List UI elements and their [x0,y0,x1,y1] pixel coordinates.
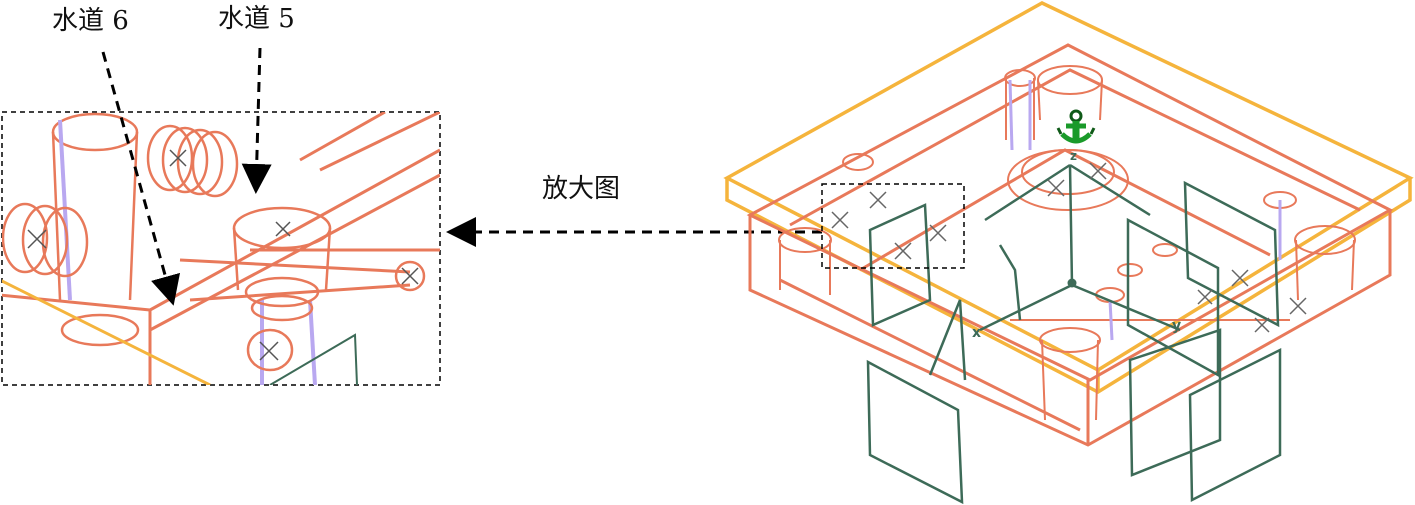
inner-components [778,65,1356,421]
zoom-cylinder [51,112,140,347]
channel-6-label: 水道 6 [52,6,129,36]
cooling-lines [1008,79,1282,341]
channel-6-arrow [101,51,181,306]
selection-box [821,183,965,269]
mold-base [746,43,1394,447]
zoom-detail-view [1,111,441,386]
mold-cross-markers [831,162,1307,333]
origin-point [1067,278,1077,288]
zoom-cross-markers [27,149,419,361]
channel-5-label: 水道 5 [218,4,295,34]
zoom-view-label: 放大图 [542,174,621,204]
zoom-fitting [232,206,426,372]
zoom-frame [1,111,441,386]
callout-arrows [101,47,822,306]
axis-y-label: y [1172,318,1181,334]
channel-5-arrow [241,47,272,194]
top-plate [723,1,1414,395]
anchor-icon [1056,109,1096,144]
zoom-mold-lines [2,112,440,385]
zoom-plate-edge [2,279,211,385]
zoom-datum-plane [269,333,358,385]
axis-z-label: z [1070,149,1077,163]
axis-x-label: x [972,325,981,341]
mold-3d-view [723,1,1414,505]
zoom-cooling-lines [58,119,317,385]
datum-planes [866,163,1282,505]
zoom-coil-spring [2,124,239,278]
